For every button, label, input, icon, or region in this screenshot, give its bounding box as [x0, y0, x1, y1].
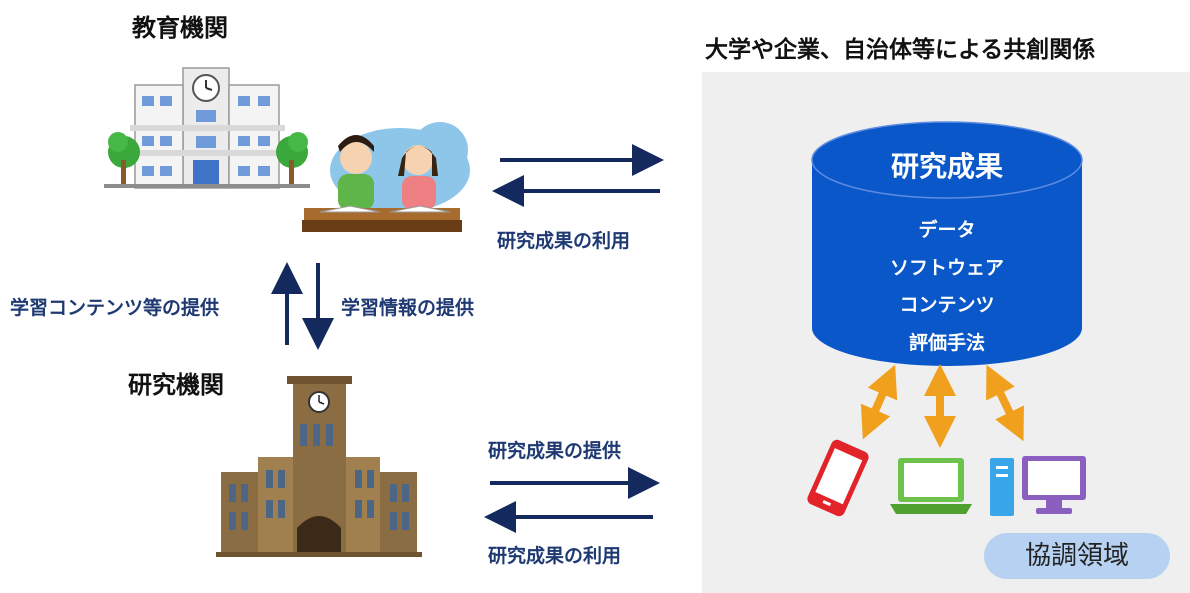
- education-institution-title: 教育機関: [132, 14, 228, 42]
- research-building-icon: [216, 376, 422, 557]
- orange-arrow-desktop: [986, 364, 1024, 442]
- cylinder-item-evaluation: 評価手法: [908, 332, 985, 354]
- students-studying-icon: [302, 122, 470, 232]
- research-institution-title: 研究機関: [128, 371, 224, 399]
- cylinder-title: 研究成果: [890, 150, 1003, 183]
- label-provide-results: 研究成果の提供: [488, 440, 622, 462]
- laptop-icon: [890, 458, 972, 514]
- label-learning-content: 学習コンテンツ等の提供: [10, 297, 220, 319]
- label-use-results-top: 研究成果の利用: [497, 230, 631, 252]
- research-results-cylinder: [811, 121, 1083, 366]
- cylinder-item-data: データ: [918, 219, 976, 241]
- cocreation-title: 大学や企業、自治体等による共創関係: [705, 37, 1096, 63]
- cylinder-item-contents: コンテンツ: [899, 294, 995, 316]
- desktop-computer-icon: [990, 456, 1086, 516]
- cooperation-area-badge: 協調領域: [984, 533, 1170, 579]
- label-learning-info: 学習情報の提供: [341, 297, 475, 319]
- cylinder-item-software: ソフトウェア: [889, 257, 1004, 279]
- smartphone-icon: [807, 439, 869, 517]
- orange-arrow-phone: [860, 364, 898, 440]
- label-use-results-bottom: 研究成果の利用: [488, 545, 622, 567]
- school-building-icon: [104, 67, 310, 189]
